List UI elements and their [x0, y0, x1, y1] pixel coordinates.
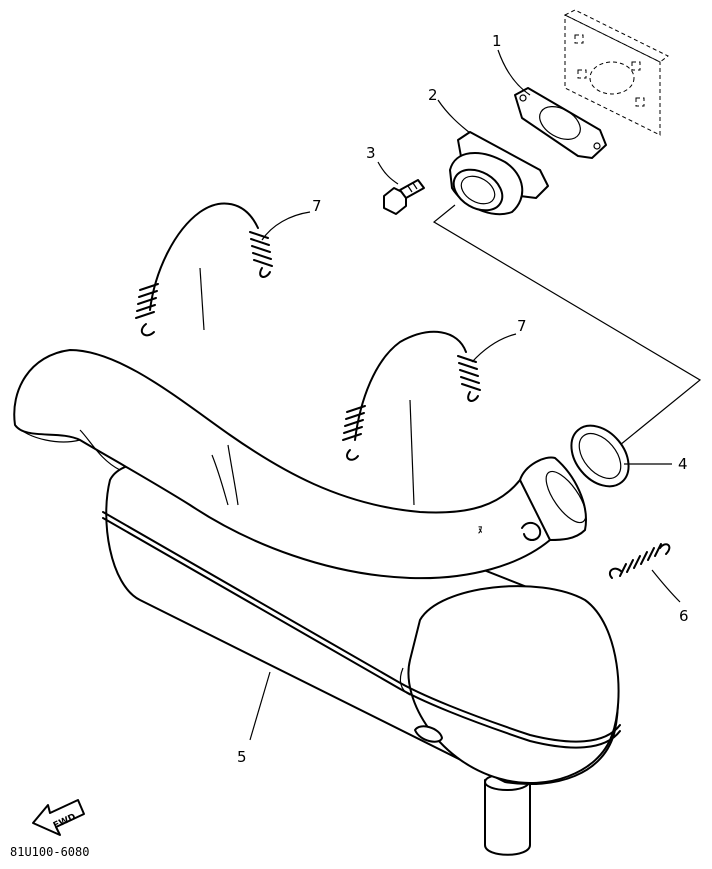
spring-part-6 — [608, 543, 671, 579]
forward-arrow-icon: FWD — [32, 799, 85, 836]
callout-2: 2 — [428, 86, 438, 104]
callout-6: 6 — [679, 607, 689, 625]
figure-code: 81U100-6080 — [10, 845, 89, 859]
callout-3: 3 — [366, 144, 376, 162]
pipe-hook-mark: ﾇ — [478, 525, 483, 536]
ring-gasket-part-4 — [570, 424, 630, 488]
bolt-part-3 — [383, 179, 425, 215]
manifold-joint-part-2 — [449, 131, 549, 216]
gasket-part-1 — [514, 87, 607, 159]
callout-1: 1 — [492, 32, 502, 50]
muffler-part-5: ﾇ — [13, 349, 621, 856]
callout-7-lower: 7 — [517, 317, 527, 335]
spring-part-7-lower — [342, 330, 481, 506]
assembly-lines — [432, 204, 702, 446]
callout-4: 4 — [678, 455, 688, 473]
callout-5: 5 — [237, 748, 247, 766]
cylinder-port-block — [563, 9, 669, 136]
callout-7-upper: 7 — [312, 197, 322, 215]
spring-part-7-upper — [135, 202, 273, 337]
leader-lines — [249, 49, 681, 741]
